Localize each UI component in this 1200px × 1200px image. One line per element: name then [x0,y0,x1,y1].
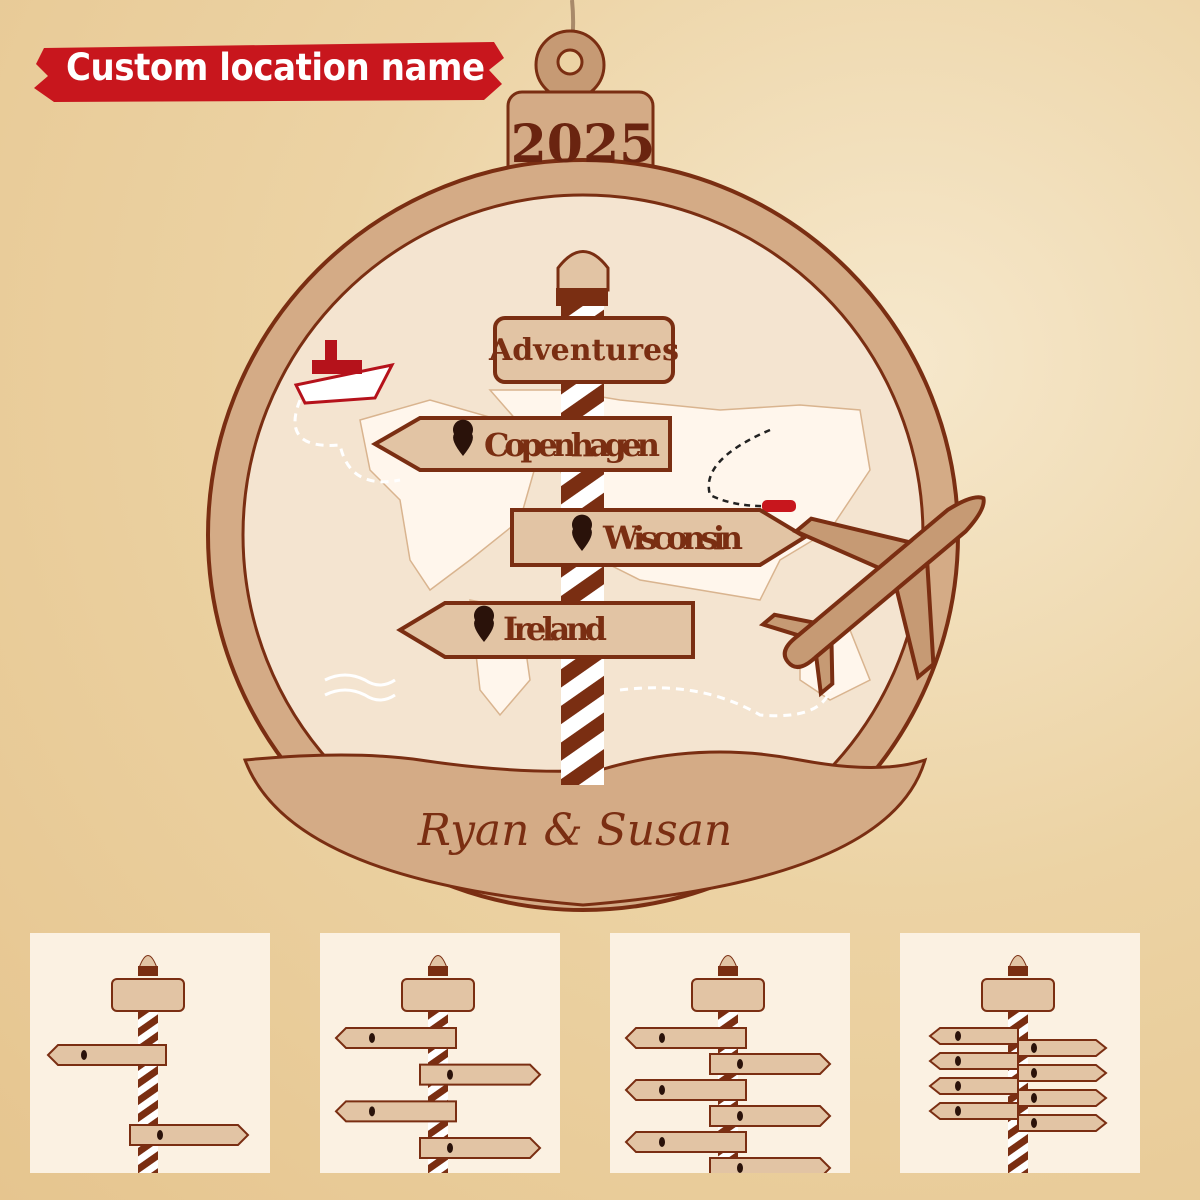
ornament: Adventures Copenhagen Wisconsin Ireland … [206,0,986,912]
thumb-sign-left [624,1131,747,1153]
map-pin-icon [737,1059,743,1069]
thumb-sign-right [1017,1039,1108,1057]
thumb-sign-left [928,1027,1019,1045]
thumb-sign-right [129,1124,250,1146]
map-pin-icon [474,605,495,642]
map-pin-icon [955,1056,961,1066]
svg-text:Copenhagen: Copenhagen [484,426,660,464]
map-pin-icon [157,1130,163,1140]
route-line [707,428,791,508]
thumb-sign-left [928,1077,1019,1095]
map-pin-icon [1031,1118,1037,1128]
sign-wisconsin: Wisconsin [510,508,809,567]
map-pin-icon [1031,1068,1037,1078]
banner-brush-stroke [34,42,504,102]
sign-ireland: Ireland [396,601,695,659]
thumb-sign-right [1017,1064,1108,1082]
map-pin-icon [447,1143,453,1153]
map-pin-icon [955,1106,961,1116]
map-pin-icon [737,1111,743,1121]
names-label: Ryan & Susan [417,805,733,856]
airplane-icon [758,495,986,698]
map-pin-icon [572,514,592,551]
thumb-sign-left [334,1100,457,1123]
map-pin-icon [453,419,473,456]
top-sign-label: Adventures [488,333,679,368]
thumb-sign-left [928,1102,1019,1120]
thumb-sign-right [419,1063,542,1086]
thumb-sign-right [709,1053,832,1075]
top-sign [493,316,675,384]
map-pin-icon [447,1069,453,1080]
sign-copenhagen: Copenhagen [371,416,672,472]
thumb-sign-right [1017,1114,1108,1132]
layout-option-8-signs[interactable] [900,933,1140,1173]
thumb-sign-right [709,1105,832,1127]
ground-panel [242,750,928,907]
map-pin-icon [369,1033,375,1043]
map-pin-icon [737,1163,743,1173]
banner-label: Custom location name [66,46,485,89]
thumb-sign-right [709,1157,832,1173]
map-pin-icon [81,1050,87,1060]
layout-option-4-signs[interactable] [320,933,560,1173]
map-pin-icon [369,1106,375,1117]
thumb-sign-right [419,1137,542,1159]
map-pin-icon [659,1033,665,1043]
layout-option-2-signs[interactable] [30,933,270,1173]
thumb-sign-left [46,1044,167,1066]
thumb-sign-left [928,1052,1019,1070]
map-pin-icon [659,1137,665,1147]
year-label: 2025 [511,114,656,175]
map-pin-icon [1031,1043,1037,1053]
thumb-sign-left [334,1027,457,1049]
layout-option-6-signs[interactable] [610,933,850,1173]
car-icon [762,500,796,512]
map-pin-icon [1031,1093,1037,1103]
ship-icon [293,340,395,405]
svg-text:Ireland: Ireland [503,610,607,648]
thumb-sign-right [1017,1089,1108,1107]
thumb-sign-left [624,1079,747,1101]
map-pin-icon [955,1081,961,1091]
map-pin-icon [955,1031,961,1041]
svg-text:Wisconsin: Wisconsin [602,519,743,557]
thumb-sign-left [624,1027,747,1049]
map-pin-icon [659,1085,665,1095]
